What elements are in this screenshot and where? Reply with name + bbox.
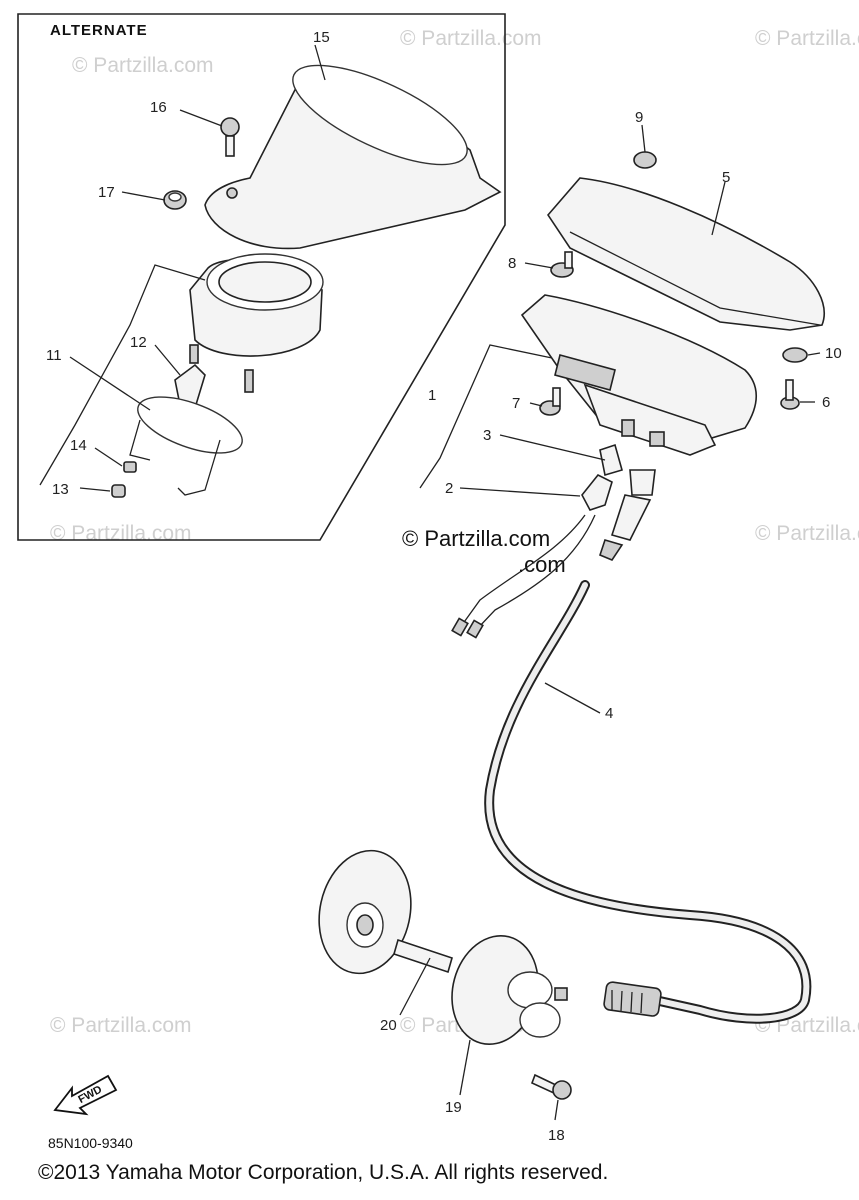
- meter-assembly-1: [520, 294, 757, 456]
- watermark: © Partzilla.com: [50, 522, 192, 545]
- washer-10: [782, 347, 808, 363]
- gear-unit-19: [451, 934, 568, 1046]
- leader-lines: [39, 44, 821, 1121]
- callout-11: 11: [46, 347, 62, 364]
- harness-2: [451, 473, 613, 639]
- watermark: © Partzilla.com: [755, 27, 859, 50]
- nut-17: [163, 190, 187, 210]
- copyright-notice: ©2013 Yamaha Motor Corporation, U.S.A. A…: [38, 1161, 609, 1184]
- callout-9: 9: [635, 109, 643, 126]
- speedometer-cable-4: [484, 580, 812, 1024]
- bolt-18: [530, 1073, 572, 1100]
- alternate-frame: [17, 13, 506, 541]
- callout-19: 19: [445, 1099, 462, 1116]
- bracket-11: [129, 396, 243, 496]
- brake-disc: [318, 849, 412, 975]
- callout-16: 16: [150, 99, 167, 116]
- callouts: 15 16 17 12 11 14 13 9 5 8 10 6 7 1 3 2 …: [46, 29, 842, 1144]
- screw-16: [220, 117, 240, 157]
- nut-14: [123, 461, 137, 473]
- callout-14: 14: [70, 437, 87, 454]
- gauge-12: [174, 253, 324, 409]
- drive-shaft-20: [393, 938, 453, 974]
- meter-connector: [599, 469, 656, 561]
- callout-12: 12: [130, 334, 147, 351]
- callout-18: 18: [548, 1127, 565, 1144]
- callout-7: 7: [512, 395, 520, 412]
- callout-20: 20: [380, 1017, 397, 1034]
- cable-end-fitting: [603, 981, 662, 1017]
- callout-13: 13: [52, 481, 69, 498]
- nut-13: [111, 484, 126, 498]
- center-watermark: © Partzilla.com: [402, 526, 550, 551]
- center-watermark-tail: .com: [518, 552, 566, 577]
- callout-15: 15: [313, 29, 330, 46]
- watermark: © Partzilla.com: [50, 1014, 192, 1037]
- drawing-code: 85N100-9340: [48, 1135, 133, 1151]
- fwd-arrow-icon: FWD: [53, 1074, 118, 1116]
- callout-17: 17: [98, 184, 115, 201]
- screw-6: [780, 379, 800, 410]
- callout-10: 10: [825, 345, 842, 362]
- callout-1: 1: [428, 387, 436, 404]
- alternate-label: ALTERNATE: [50, 22, 148, 39]
- callout-4: 4: [605, 705, 613, 722]
- watermark: © Partzilla.com: [400, 27, 542, 50]
- callout-5: 5: [722, 169, 730, 186]
- visor-cowl: [204, 64, 502, 250]
- socket-3: [599, 443, 623, 477]
- nut-9: [633, 151, 657, 169]
- callout-8: 8: [508, 255, 516, 272]
- screw-7: [539, 387, 561, 416]
- watermark: © Partzilla.com: [755, 522, 859, 545]
- meter-cover-5: [546, 177, 825, 331]
- callout-3: 3: [483, 427, 491, 444]
- callout-2: 2: [445, 480, 453, 497]
- watermark: © Partzilla.com: [72, 54, 214, 77]
- callout-6: 6: [822, 394, 830, 411]
- screw-8: [550, 251, 574, 278]
